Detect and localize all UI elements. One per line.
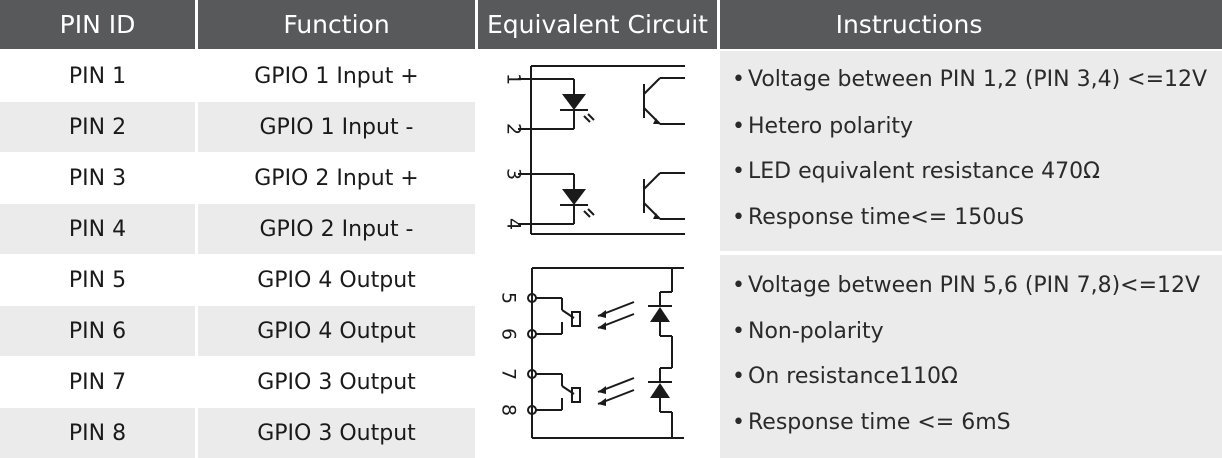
svg-text:7: 7 — [498, 368, 520, 380]
instruction-line: •Voltage between PIN 5,6 (PIN 7,8)<=12V — [732, 273, 1201, 298]
output-photo-relay-icon: 5 6 7 8 — [498, 267, 684, 439]
svg-text:4: 4 — [503, 218, 525, 230]
header-function: Function — [198, 0, 475, 49]
input-circuit-diagram: 1 2 3 4 — [498, 62, 685, 240]
instruction-line: •Response time <= 6mS — [732, 410, 1011, 435]
function-cell: GPIO 3 Output — [198, 408, 475, 458]
pin-id-cell: PIN 2 — [0, 102, 195, 152]
function-cell: GPIO 4 Output — [198, 255, 475, 305]
svg-text:8: 8 — [498, 404, 520, 416]
svg-text:2: 2 — [503, 123, 525, 135]
svg-text:1: 1 — [503, 73, 525, 85]
pin-id-cell: PIN 6 — [0, 306, 195, 356]
instruction-line: •Response time<= 150uS — [732, 205, 1025, 230]
svg-text:5: 5 — [498, 292, 520, 304]
header-instructions: Instructions — [720, 0, 1098, 49]
instruction-line: •On resistance110Ω — [732, 364, 958, 389]
header-pin-id: PIN ID — [0, 0, 195, 49]
svg-text:3: 3 — [503, 168, 525, 180]
function-cell: GPIO 4 Output — [198, 306, 475, 356]
function-cell: GPIO 1 Input - — [198, 102, 475, 152]
instructions-output: •Voltage between PIN 5,6 (PIN 7,8)<=12V … — [720, 255, 1222, 458]
function-cell: GPIO 2 Input + — [198, 153, 475, 203]
function-cell: GPIO 1 Input + — [198, 51, 475, 101]
input-optocoupler-icon: 1 2 3 4 — [503, 65, 685, 235]
instruction-line: •Non-polarity — [732, 319, 884, 344]
pin-id-cell: PIN 4 — [0, 204, 195, 254]
svg-text:6: 6 — [498, 328, 520, 340]
pin-id-cell: PIN 5 — [0, 255, 195, 305]
instruction-line: •LED equivalent resistance 470Ω — [732, 159, 1100, 184]
output-circuit-diagram: 5 6 7 8 — [494, 262, 684, 448]
pin-id-cell: PIN 7 — [0, 357, 195, 407]
pin-id-cell: PIN 1 — [0, 51, 195, 101]
pin-id-cell: PIN 8 — [0, 408, 195, 458]
header-fill — [1098, 0, 1222, 49]
function-cell: GPIO 3 Output — [198, 357, 475, 407]
instructions-input: •Voltage between PIN 1,2 (PIN 3,4) <=12V… — [720, 51, 1222, 251]
function-cell: GPIO 2 Input - — [198, 204, 475, 254]
header-equivalent-circuit: Equivalent Circuit — [478, 0, 717, 49]
instruction-line: •Hetero polarity — [732, 114, 914, 139]
pin-id-cell: PIN 3 — [0, 153, 195, 203]
instruction-line: •Voltage between PIN 1,2 (PIN 3,4) <=12V — [732, 67, 1208, 92]
